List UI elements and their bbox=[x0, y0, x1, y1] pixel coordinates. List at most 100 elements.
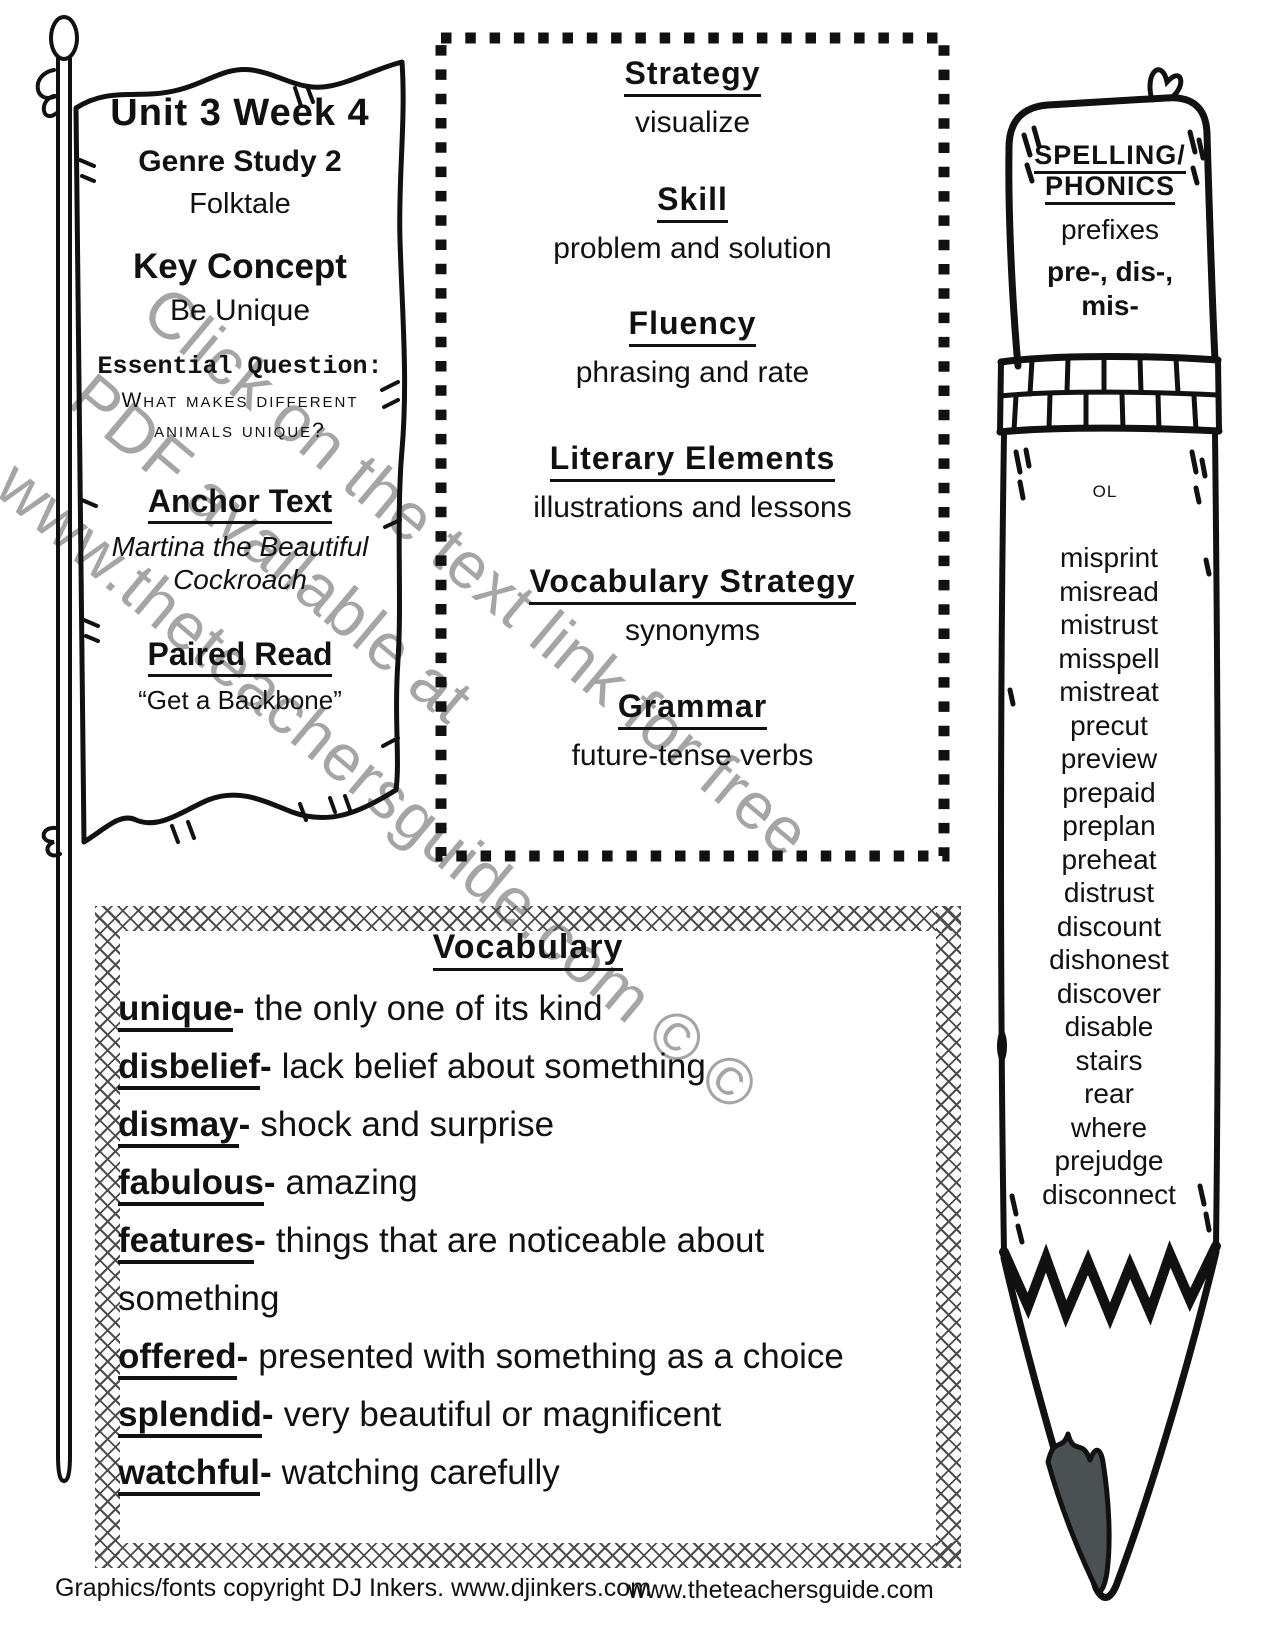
vocab-box-border-top bbox=[95, 906, 961, 931]
spelling-word: misspell bbox=[1058, 642, 1160, 674]
focus-value: problem and solution bbox=[553, 232, 832, 265]
vocab-definition: shock and surprise bbox=[260, 1105, 555, 1144]
spelling-word: preplan bbox=[1062, 810, 1156, 841]
key-concept-label: Key Concept bbox=[133, 247, 347, 286]
spelling-word: where bbox=[1070, 1111, 1148, 1143]
anchor-text-line2: Cockroach bbox=[173, 564, 307, 595]
spelling-word: preheat bbox=[1061, 843, 1157, 875]
spelling-word: mistreat bbox=[1059, 676, 1159, 707]
focus-section-skill: Skill problem and solution bbox=[440, 181, 945, 266]
essential-question-line1: What makes different bbox=[121, 389, 359, 412]
vocab-dash: - bbox=[236, 1337, 249, 1376]
phonics-skill: prefixes bbox=[1060, 214, 1160, 245]
spelling-word: precut bbox=[1070, 709, 1148, 741]
vocab-entry: fabulous-amazing bbox=[118, 1154, 934, 1212]
focus-section-fluency: Fluency phrasing and rate bbox=[440, 305, 945, 390]
vocab-dash: - bbox=[238, 1105, 251, 1144]
vocab-definition: watching carefully bbox=[281, 1453, 560, 1492]
vocab-word: disbelief bbox=[118, 1047, 260, 1090]
pencil-body-note: OL bbox=[1092, 482, 1118, 501]
focus-value: future-tense verbs bbox=[571, 739, 814, 772]
vocab-entry: unique-the only one of its kind bbox=[118, 980, 934, 1038]
vocab-word: fabulous bbox=[118, 1163, 264, 1206]
focus-label: Skill bbox=[657, 181, 728, 223]
spelling-word: disconnect bbox=[1042, 1178, 1176, 1210]
focus-label: Literary Elements bbox=[549, 440, 836, 482]
vocab-box-border-bottom bbox=[95, 1543, 961, 1568]
flag-graphic bbox=[35, 15, 408, 1484]
prefix-list-line1: pre-, dis-, bbox=[1046, 256, 1173, 287]
focus-value: visualize bbox=[634, 106, 751, 139]
focus-value: synonyms bbox=[624, 614, 761, 647]
spelling-word: stairs bbox=[1075, 1044, 1143, 1076]
vocab-dash: - bbox=[254, 1221, 266, 1260]
focus-value: illustrations and lessons bbox=[533, 491, 852, 524]
focus-label: Strategy bbox=[624, 55, 761, 97]
vocab-definition: lack belief about something bbox=[281, 1047, 706, 1086]
essential-question-line2: animals unique? bbox=[154, 419, 326, 442]
vocab-definition: presented with something as a choice bbox=[258, 1337, 844, 1376]
anchor-text-title: Martina the Beautiful Cockroach bbox=[85, 530, 395, 596]
essential-question-label: Essential Question: bbox=[97, 352, 383, 381]
spelling-word: prejudge bbox=[1054, 1145, 1164, 1176]
key-concept-value: Be Unique bbox=[169, 294, 311, 327]
vocab-word: features bbox=[118, 1221, 255, 1264]
spelling-label-line2: PHONICS bbox=[1012, 171, 1208, 205]
vocabulary-title: Vocabulary bbox=[95, 928, 961, 971]
vocab-dash: - bbox=[259, 1047, 272, 1086]
spelling-label-line1: SPELLING/ bbox=[1012, 140, 1208, 174]
spelling-word: mistrust bbox=[1060, 609, 1158, 640]
footer-credit: Graphics/fonts copyright DJ Inkers. www.… bbox=[55, 1574, 652, 1602]
vocab-definition: amazing bbox=[285, 1163, 418, 1202]
spelling-word-list: misprint misread mistrust misspell mistr… bbox=[1008, 541, 1210, 1211]
focus-value: phrasing and rate bbox=[575, 356, 810, 389]
flag-panel: Unit 3 Week 4 Genre Study 2 Folktale Key… bbox=[85, 0, 395, 716]
vocab-entry: watchful-watching carefully bbox=[118, 1444, 934, 1502]
footer-site: www.theteachersguide.com bbox=[628, 1576, 934, 1604]
spelling-word: disable bbox=[1064, 1011, 1154, 1042]
vocab-dash: - bbox=[259, 1453, 272, 1492]
spelling-phonics-panel: SPELLING/ PHONICS prefixes pre-, dis-, m… bbox=[1012, 140, 1208, 322]
vocab-entry: features-things that are noticeable abou… bbox=[118, 1212, 934, 1328]
vocab-word: offered bbox=[118, 1337, 237, 1380]
vocab-word: splendid bbox=[118, 1395, 262, 1438]
vocab-word: dismay bbox=[118, 1105, 239, 1148]
vocab-entry: splendid-very beautiful or magnificent bbox=[118, 1386, 934, 1444]
vocab-dash: - bbox=[232, 989, 245, 1028]
vocabulary-list: unique-the only one of its kind disbelie… bbox=[118, 980, 934, 1502]
focus-label: Vocabulary Strategy bbox=[529, 563, 856, 605]
vocab-word: unique bbox=[118, 989, 233, 1032]
spelling-word: rear bbox=[1084, 1078, 1134, 1109]
spelling-word: discover bbox=[1056, 977, 1162, 1009]
vocab-entry: offered-presented with something as a ch… bbox=[118, 1328, 934, 1386]
spelling-word: discount bbox=[1056, 910, 1162, 942]
vocab-dash: - bbox=[263, 1163, 276, 1202]
focus-section-literary-elements: Literary Elements illustrations and less… bbox=[440, 440, 945, 525]
spelling-word: preview bbox=[1060, 743, 1158, 774]
spelling-word: distrust bbox=[1063, 877, 1155, 908]
paired-read-label: Paired Read bbox=[85, 636, 395, 677]
focus-label: Grammar bbox=[617, 688, 768, 730]
vocab-box-border-left bbox=[95, 906, 120, 1568]
anchor-text-line1: Martina the Beautiful bbox=[111, 531, 369, 562]
spelling-word: misprint bbox=[1059, 542, 1158, 573]
genre-study-subtitle: Genre Study 2 bbox=[138, 145, 342, 178]
focus-box-dotted-border bbox=[435, 32, 950, 862]
focus-label: Fluency bbox=[628, 305, 757, 347]
vocab-word: watchful bbox=[118, 1453, 260, 1496]
spelling-word: prepaid bbox=[1062, 776, 1156, 808]
vocab-box-border-right bbox=[936, 906, 961, 1568]
anchor-text-label: Anchor Text bbox=[85, 483, 395, 524]
focus-section-vocabulary-strategy: Vocabulary Strategy synonyms bbox=[440, 563, 945, 648]
spelling-word: misread bbox=[1059, 575, 1159, 607]
vocab-entry: dismay-shock and surprise bbox=[118, 1096, 934, 1154]
focus-section-strategy: Strategy visualize bbox=[440, 55, 945, 140]
vocab-definition: things that are noticeable about somethi… bbox=[118, 1221, 765, 1318]
spelling-word: dishonest bbox=[1049, 944, 1169, 975]
prefix-list-line2: mis- bbox=[1081, 290, 1139, 321]
genre-name: Folktale bbox=[189, 188, 291, 220]
pencil-graphic bbox=[996, 67, 1223, 1601]
vocab-dash: - bbox=[261, 1395, 274, 1434]
